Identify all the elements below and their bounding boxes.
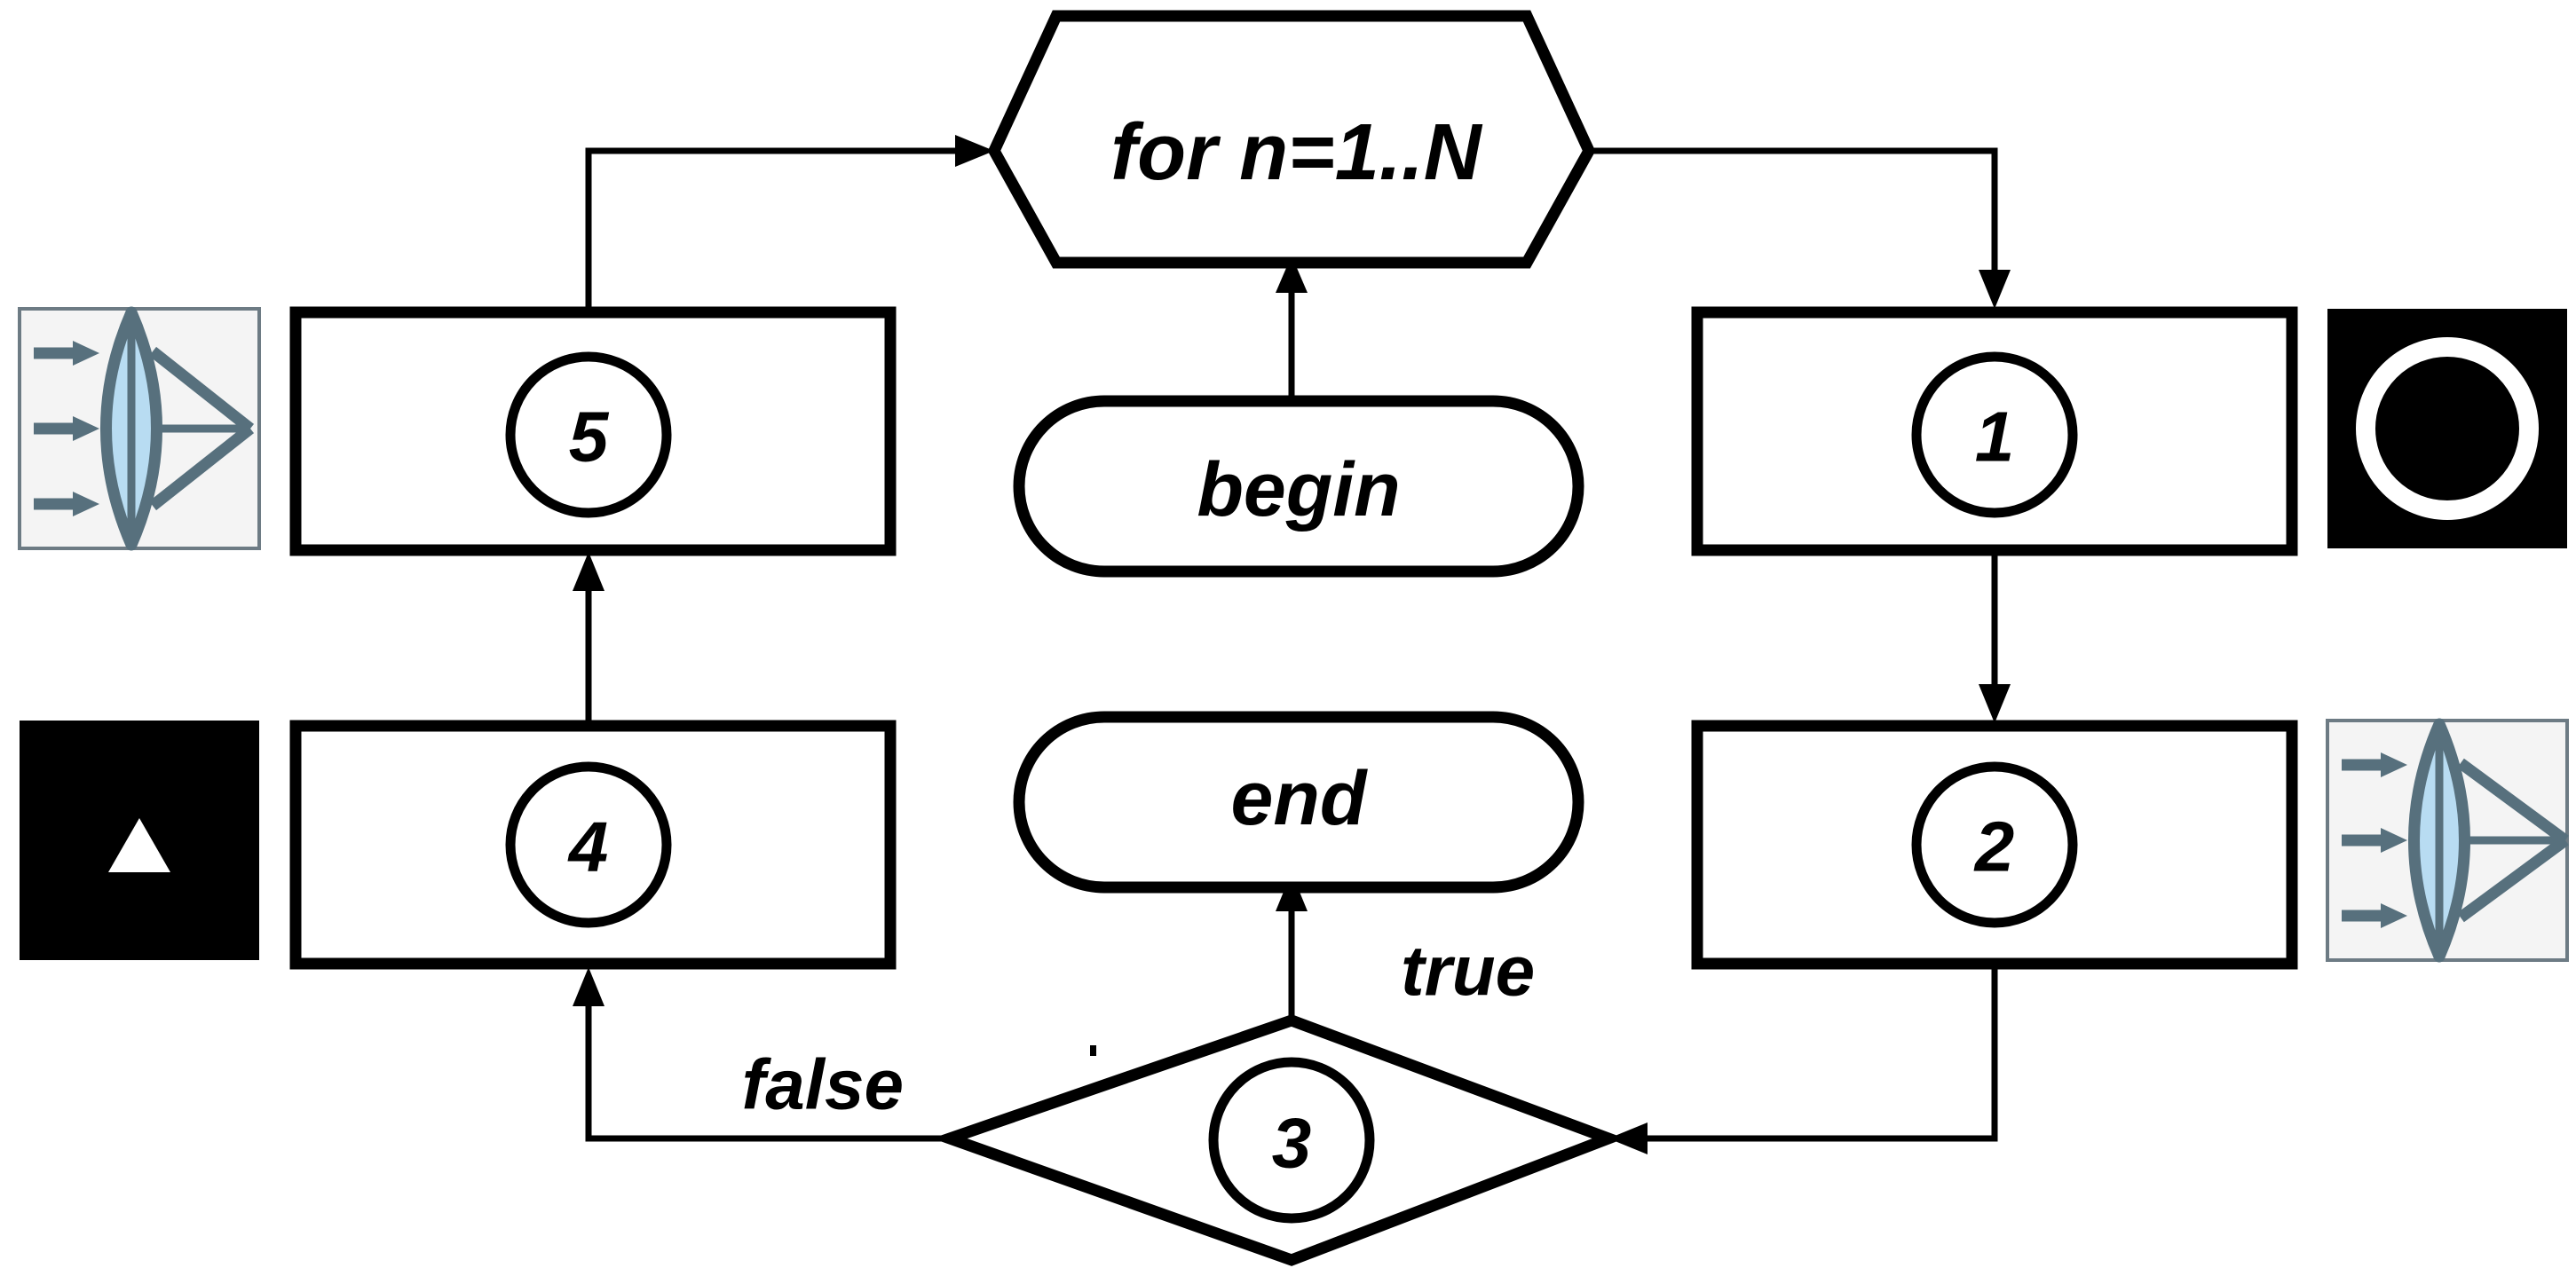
white-ring-icon — [2356, 337, 2539, 520]
thumb-bottom-left[interactable] — [20, 721, 259, 960]
node-process-5[interactable]: 5 — [289, 306, 897, 556]
end-label: end — [1231, 756, 1368, 841]
process-4-label: 4 — [567, 807, 609, 886]
node-process-4[interactable]: 4 — [289, 720, 897, 970]
edge-step5-to-loop — [585, 135, 994, 312]
white-triangle-icon — [108, 818, 170, 872]
begin-label: begin — [1197, 447, 1400, 532]
thumb-bottom-right[interactable] — [2326, 718, 2569, 963]
process-5-label: 5 — [569, 398, 610, 477]
lens-focus-icon — [2342, 718, 2569, 963]
edge-begin-to-loop — [1276, 256, 1308, 401]
edge-step4-to-step5 — [573, 552, 604, 723]
stray-speck — [1090, 1045, 1096, 1056]
edge-step3-to-end-true — [1276, 872, 1308, 1020]
node-loop-hexagon[interactable]: for n=1..N — [987, 10, 1596, 269]
process-2-label: 2 — [1973, 807, 2015, 886]
process-1-label: 1 — [1975, 398, 2015, 477]
node-begin-terminal[interactable]: begin — [1013, 395, 1584, 578]
decision-3-label: 3 — [1272, 1104, 1312, 1183]
node-process-1[interactable]: 1 — [1691, 306, 2298, 556]
edge-label-false: false — [742, 1045, 904, 1124]
edge-step2-to-step3 — [1608, 963, 1998, 1154]
node-process-2[interactable]: 2 — [1691, 720, 2298, 970]
lens-focus-icon — [34, 306, 255, 551]
edge-loop-to-step1 — [1589, 147, 2011, 309]
loop-hexagon-label: for n=1..N — [1110, 108, 1483, 197]
edge-step1-to-step2 — [1979, 550, 2011, 723]
edge-label-true: true — [1401, 932, 1535, 1011]
edge-step3-to-step4-false — [573, 967, 950, 1142]
thumb-top-right[interactable] — [2327, 309, 2567, 548]
thumb-top-left[interactable] — [18, 306, 261, 551]
node-decision-3[interactable]: 3 — [932, 1014, 1625, 1266]
node-end-terminal[interactable]: end — [1013, 711, 1584, 894]
